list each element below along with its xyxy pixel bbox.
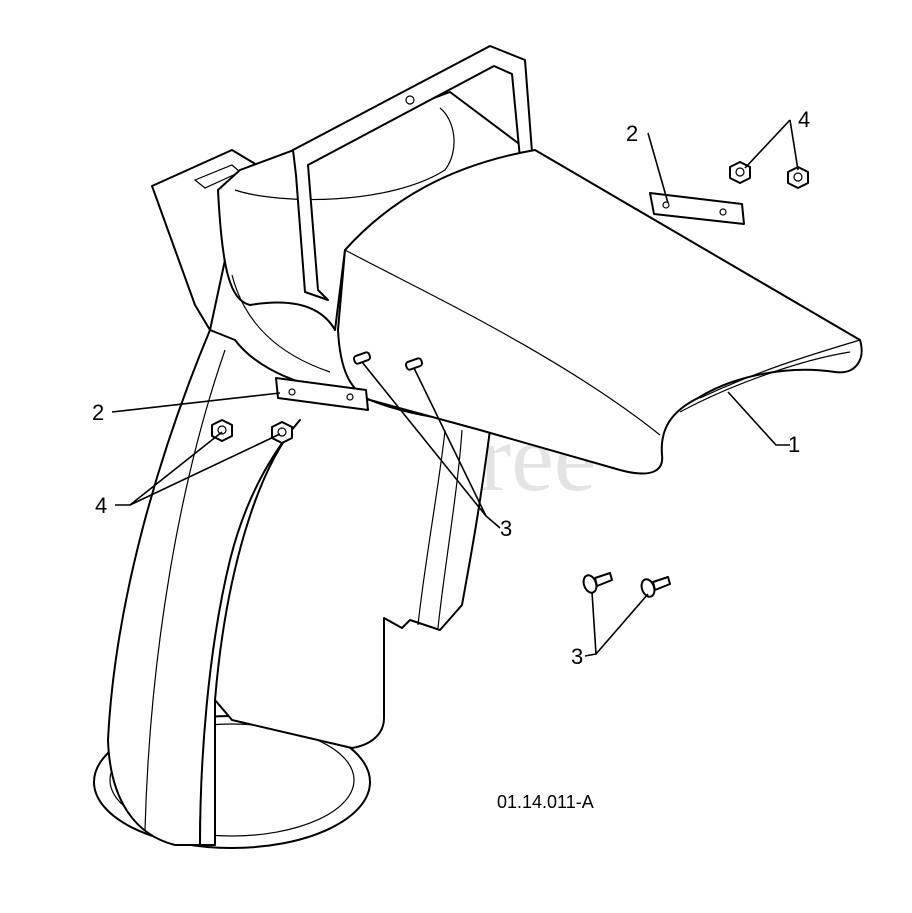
callout-3-middle: 3 (500, 516, 512, 541)
callout-3-lower: 3 (571, 644, 583, 669)
leader-lines (111, 119, 799, 657)
mounting-plate-upper (649, 192, 745, 225)
drawing-code: 01.14.011-A (497, 792, 594, 812)
callout-1: 1 (788, 432, 800, 457)
callout-2-upper: 2 (626, 121, 638, 146)
mounting-plate-left (275, 377, 369, 411)
discharge-chute (93, 91, 531, 849)
lock-nuts-upper (729, 161, 809, 189)
callout-2-left: 2 (92, 400, 104, 425)
callout-4-left: 4 (95, 493, 107, 518)
chute-strap (292, 45, 533, 301)
carriage-bolts (582, 572, 671, 598)
chute-deflector (337, 149, 863, 475)
callout-4-upper: 4 (798, 107, 810, 132)
